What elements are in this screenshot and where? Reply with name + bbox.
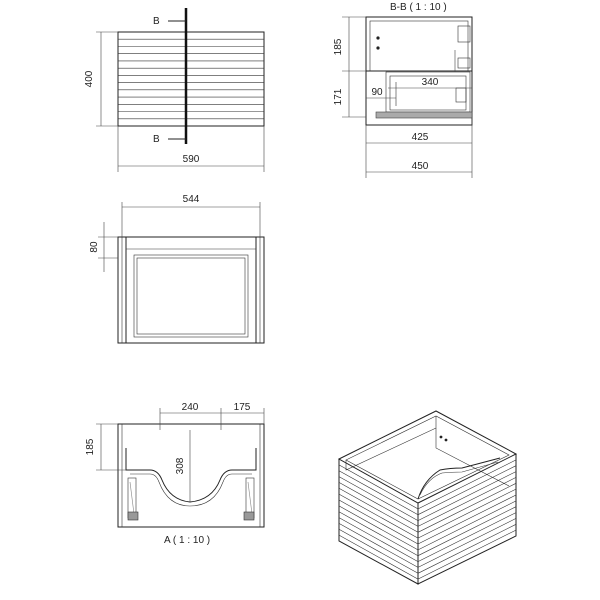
dim-detail-240: 240 (182, 402, 199, 413)
slat-line (417, 529, 517, 580)
slat-line (417, 459, 517, 510)
dim-side-lower: 171 (333, 88, 344, 105)
slat-line (417, 518, 517, 568)
slat-line (417, 500, 517, 551)
slat-line (338, 523, 419, 568)
screw-dot (444, 438, 448, 442)
section-bb-view: B-B ( 1 : 10 ) 185 171 340 90 (333, 2, 473, 178)
slat-line (338, 529, 419, 574)
slat-line (338, 534, 419, 580)
cut-label-bottom: B (153, 134, 160, 145)
slat-line (338, 517, 419, 562)
dim-detail-185: 185 (85, 438, 96, 455)
slat-line (417, 506, 517, 556)
detail-a-title: A ( 1 : 10 ) (164, 535, 210, 546)
slat-line (417, 465, 517, 515)
dim-side-450: 450 (412, 161, 429, 172)
dim-top-80: 80 (89, 241, 100, 253)
slat-line (417, 494, 517, 545)
front-view: B B 400 590 (84, 8, 265, 172)
dim-front-height: 400 (84, 70, 95, 87)
detail-a-view: 240 175 185 308 A ( 1 : 10 ) (85, 402, 265, 546)
slat-line (338, 505, 419, 551)
slat-line (417, 483, 517, 533)
slat-line (338, 470, 419, 515)
section-bb-title: B-B ( 1 : 10 ) (390, 2, 447, 13)
dim-side-upper: 185 (333, 38, 344, 55)
slat-line (338, 464, 419, 510)
slat-line (417, 524, 517, 574)
slat-line (417, 477, 517, 527)
slat-line (338, 499, 419, 545)
screw-dot (439, 435, 443, 439)
dim-front-width: 590 (183, 154, 200, 165)
screw-dot (376, 36, 380, 40)
top-view: 544 80 (89, 194, 265, 344)
dim-top-width: 544 (183, 194, 200, 205)
slat-line (417, 512, 517, 562)
iso-slats (338, 459, 517, 580)
slat-line (338, 511, 419, 556)
slat-line (338, 488, 419, 533)
slat-line (417, 471, 517, 521)
slat-line (338, 476, 419, 521)
dim-side-90: 90 (371, 87, 383, 98)
slat-line (338, 482, 419, 527)
isometric-view (337, 410, 518, 585)
dim-detail-175: 175 (234, 402, 251, 413)
slat-line (417, 488, 517, 539)
dim-side-340: 340 (422, 77, 439, 88)
slat-line (338, 493, 419, 539)
cut-label-top: B (153, 16, 160, 27)
screw-dot (376, 46, 380, 50)
dim-side-425: 425 (412, 132, 429, 143)
front-slats (118, 38, 264, 120)
dim-detail-308: 308 (175, 457, 186, 474)
